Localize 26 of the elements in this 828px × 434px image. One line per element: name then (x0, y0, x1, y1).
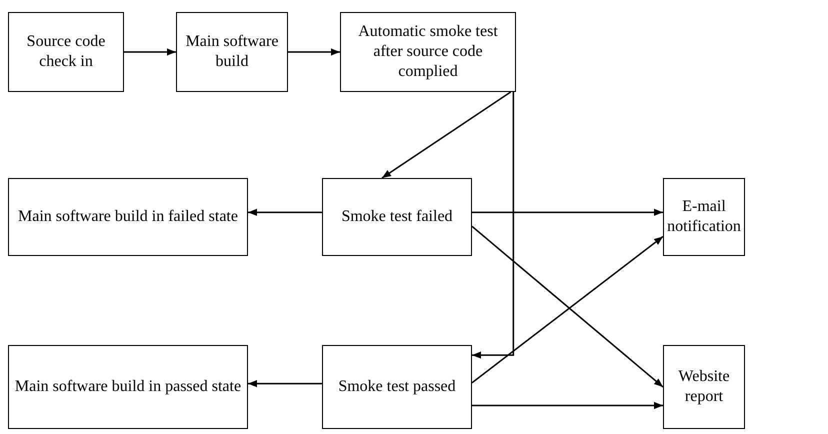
box-label: Website report (677, 367, 731, 407)
process-box (176, 12, 288, 92)
arrow (124, 48, 176, 56)
arrow (248, 208, 322, 216)
arrow (382, 91, 512, 179)
process-box (322, 178, 472, 256)
process-box (8, 178, 248, 256)
process-box (322, 345, 472, 429)
box-label: Smoke test failed (341, 207, 453, 227)
arrow (472, 402, 663, 410)
process-box (340, 12, 516, 92)
process-box (8, 345, 248, 429)
box-label: Main software build (184, 32, 280, 72)
arrow (472, 92, 514, 359)
box-label: Automatic smoke test after source code complied (357, 22, 499, 82)
box-label: Main software build in passed state (14, 377, 242, 397)
box-label: Smoke test passed (338, 377, 456, 397)
box-label: Main software build in failed state (18, 207, 238, 227)
arrow (248, 380, 322, 388)
arrow (288, 48, 340, 56)
process-box (663, 345, 745, 429)
process-box (8, 12, 124, 92)
box-label: E-mail notification (667, 197, 741, 237)
process-box (663, 178, 745, 256)
arrow (472, 208, 663, 216)
box-label: Source code check in (26, 32, 106, 72)
